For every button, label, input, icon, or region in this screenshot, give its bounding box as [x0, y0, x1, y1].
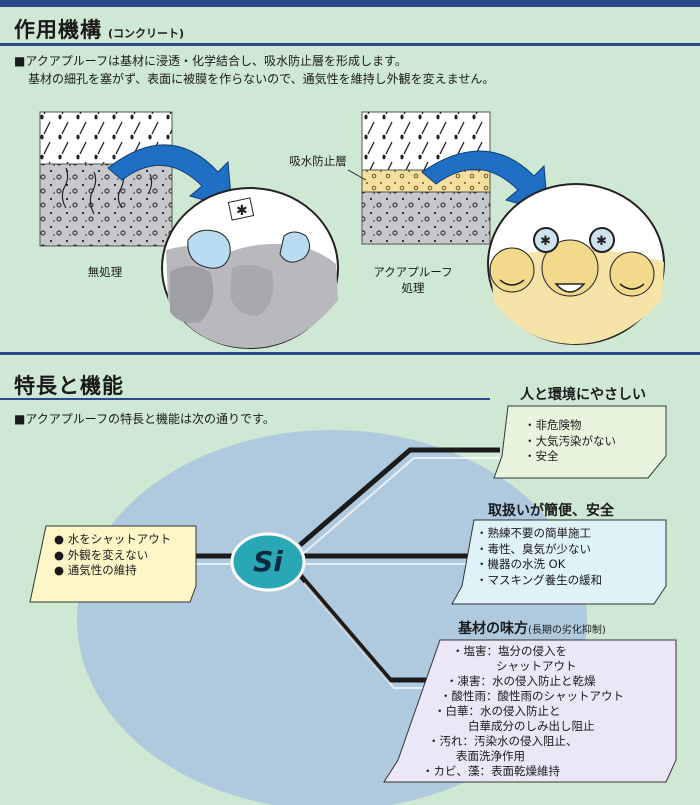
- box3-item-1: ・塩害：塩分の侵入を: [452, 644, 567, 658]
- box1-item-3: ・安全: [524, 449, 559, 463]
- top-bar: [0, 0, 700, 7]
- section2-title: 特長と機能: [14, 374, 124, 398]
- section1-subtitle: (コンクリート): [108, 27, 185, 40]
- box3-item-8: 表面洗浄作用: [456, 749, 525, 763]
- treated-block: [361, 111, 491, 245]
- box1-item-2: ・大気汚染がない: [524, 433, 616, 448]
- process-arrow-1: [107, 144, 233, 209]
- box3-title-note: (長期の劣化抑制): [528, 625, 606, 636]
- box1-item-1: ・非危険物: [524, 418, 582, 432]
- si-circle: [230, 532, 306, 592]
- layer-pointer-line: [347, 169, 367, 181]
- box3-item-4: ・酸性雨：酸性雨のシャットアウト: [440, 689, 624, 703]
- svg-text:✱: ✱: [236, 203, 248, 219]
- left-feature-box-shape: [29, 525, 197, 603]
- box2-item-4: ・マスキング養生の緩和: [476, 572, 603, 587]
- untreated-zoom-circle: ✱: [161, 187, 339, 349]
- untreated-label: 無処理: [87, 265, 123, 279]
- box2-title: 取扱いが簡便、安全: [488, 503, 614, 519]
- box3-item-9: ・カビ、藻：表面乾燥維持: [422, 764, 560, 778]
- section1-rule: [0, 43, 700, 46]
- left-feature-box: ● 水をシャットアウト ● 外観を変えない ● 通気性の維持: [54, 532, 171, 579]
- box3-item-7: ・汚れ：汚染水の侵入阻止、: [428, 734, 578, 748]
- box3-item-5: ・白華：水の侵入防止と: [434, 704, 561, 718]
- box3-title-text: 基材の味方: [458, 621, 528, 637]
- untreated-block: [39, 111, 173, 247]
- box2-shape: [451, 519, 667, 605]
- intro-line-2: 基材の細孔を塞がず、表面に被膜を作らないので、通気性を維持し外観を変えません。: [28, 72, 495, 86]
- svg-text:✱: ✱: [540, 234, 551, 249]
- box3-title: 基材の味方(長期の劣化抑制): [458, 618, 606, 638]
- box3-item-3: ・凍害：水の侵入防止と乾燥: [446, 674, 596, 688]
- section2-intro: ■アクアプルーフの特長と機能は次の通りです。: [14, 412, 275, 426]
- section1-title-text: 作用機構: [14, 18, 102, 42]
- box1-title: 人と環境にやさしい: [520, 387, 646, 403]
- box3-list: ・塩害：塩分の侵入を シャットアウト ・凍害：水の侵入防止と乾燥 ・酸性雨：酸性…: [422, 644, 624, 779]
- box2-item-3: ・機器の水洗 OK: [476, 557, 566, 571]
- section1-intro: ■アクアプルーフは基材に浸透・化学結合し、吸水防止層を形成します。 基材の細孔を…: [14, 52, 494, 88]
- treated-label-line-2: 処理: [401, 281, 425, 295]
- box1-shape: [493, 405, 667, 479]
- treated-label-line-1: アクアプルーフ: [373, 265, 453, 279]
- box2-item-1: ・熟練不要の簡単施工: [476, 526, 591, 540]
- box1-list: ・非危険物 ・大気汚染がない ・安全: [524, 418, 616, 465]
- treated-label: アクアプルーフ 処理: [358, 264, 468, 296]
- box2-list: ・熟練不要の簡単施工 ・毒性、臭気が少ない ・機器の水洗 OK ・マスキング養生…: [476, 526, 602, 588]
- left-feature-1: ● 水をシャットアウト: [54, 532, 172, 546]
- intro-line-1: ■アクアプルーフは基材に浸透・化学結合し、吸水防止層を形成します。: [14, 54, 407, 68]
- box3-shape: [383, 639, 677, 783]
- connector-lines: [190, 447, 500, 683]
- layer-label: 吸水防止層: [289, 154, 347, 168]
- svg-text:✱: ✱: [596, 234, 607, 249]
- section1-title: 作用機構 (コンクリート): [14, 14, 184, 44]
- si-label: Si: [253, 545, 283, 578]
- left-feature-2: ● 外観を変えない: [54, 547, 149, 562]
- left-feature-3: ● 通気性の維持: [54, 563, 137, 577]
- treated-zoom-circle: ✱ ✱: [487, 183, 665, 345]
- box3-item-2: シャットアウト: [496, 659, 577, 673]
- box3-item-6: 白華成分のしみ出し阻止: [468, 719, 595, 733]
- box2-item-2: ・毒性、臭気が少ない: [476, 541, 591, 556]
